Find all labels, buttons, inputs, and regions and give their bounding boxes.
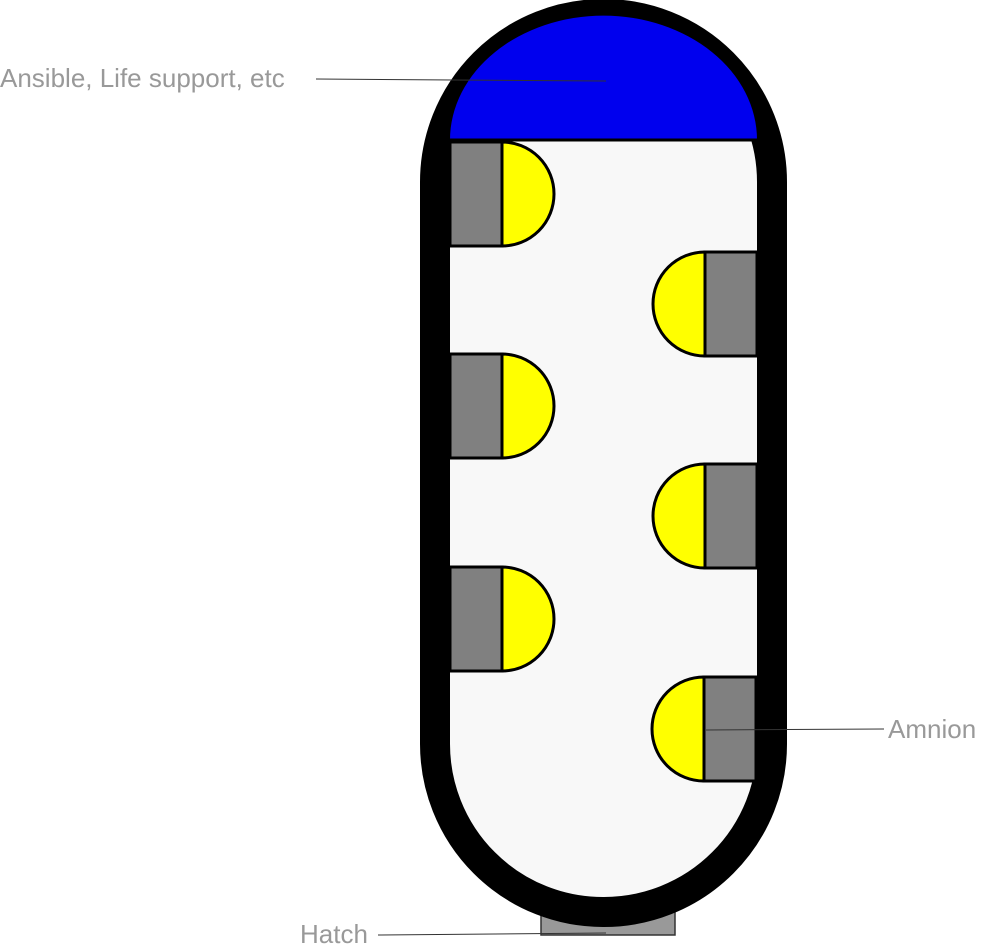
pod-right-2	[651, 462, 759, 570]
leader-line-pod	[705, 728, 885, 731]
pod-right-1	[651, 250, 759, 358]
top-section	[450, 15, 757, 141]
pod-dome	[650, 675, 706, 783]
pod-dome	[651, 250, 707, 358]
pod-left-2	[448, 352, 556, 460]
pod-dome	[500, 140, 556, 248]
leader-line-top-section	[315, 78, 607, 82]
pod-dome	[500, 352, 556, 460]
pod-base	[448, 140, 504, 248]
pod-base	[702, 675, 758, 783]
pod-right-3	[650, 675, 758, 783]
pod-dome	[500, 565, 556, 673]
label-top-section: Ansible, Life support, etc	[0, 63, 285, 93]
leader-line-hatch	[377, 932, 607, 936]
pod-base	[703, 462, 759, 570]
pod-left-3	[448, 565, 556, 673]
pod-base	[703, 250, 759, 358]
pod-base	[448, 352, 504, 460]
pod-dome	[651, 462, 707, 570]
label-pod: Amnion	[888, 714, 976, 744]
label-hatch: Hatch	[300, 919, 368, 944]
pod-left-1	[448, 140, 556, 248]
pod-base	[448, 565, 504, 673]
